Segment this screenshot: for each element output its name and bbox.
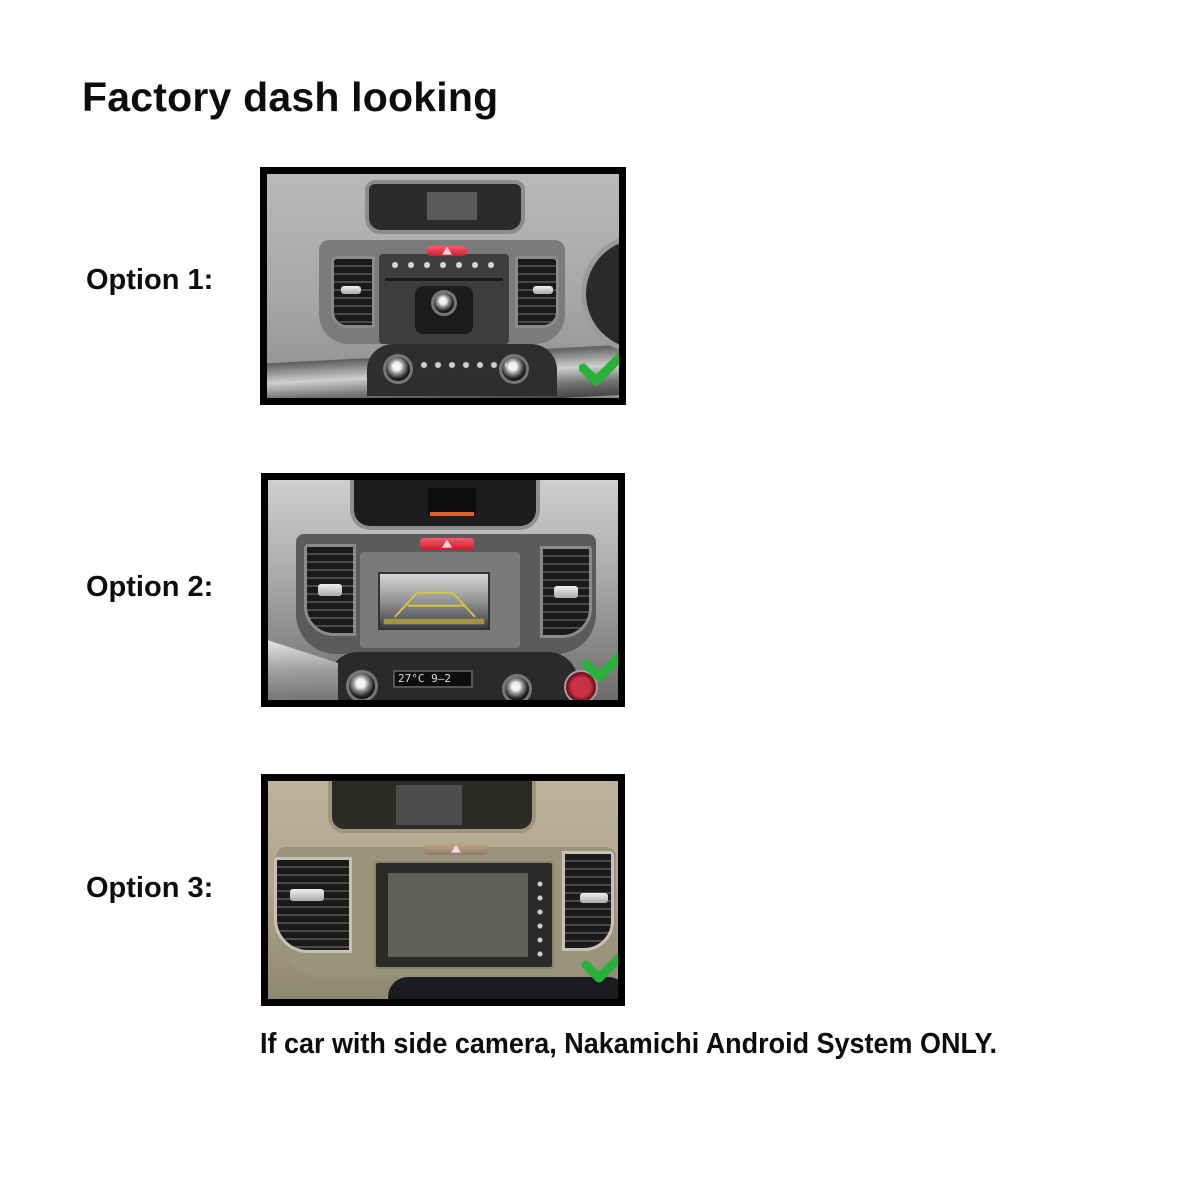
temperature-knob-icon [383, 354, 413, 384]
vent-tab-icon [533, 286, 553, 294]
climate-buttons [417, 360, 507, 370]
hazard-button-icon [420, 538, 474, 550]
info-display-hood [365, 180, 525, 234]
option-1-label: Option 1: [86, 264, 214, 296]
checkmark-icon [579, 348, 619, 388]
left-air-vent [274, 857, 352, 953]
info-display-screen [428, 488, 476, 516]
option-2-image: 27°C 9–2 [261, 473, 625, 707]
cd-slot [385, 278, 503, 281]
side-camera-note: If car with side camera, Nakamichi Andro… [260, 1028, 997, 1060]
vent-tab-icon [341, 286, 361, 294]
dashboard-photo-option-1 [267, 174, 619, 398]
dashboard-photo-option-3 [268, 781, 618, 999]
reverse-camera-screen [378, 572, 490, 630]
info-display-warning-bar [430, 512, 474, 516]
climate-console [388, 977, 618, 999]
option-3-image [261, 774, 625, 1006]
info-display-screen [396, 785, 462, 825]
preset-buttons [387, 260, 502, 270]
option-1-image [260, 167, 626, 405]
option-3-label: Option 3: [86, 872, 214, 904]
touchscreen-display [388, 873, 528, 957]
hazard-button-icon [424, 843, 488, 855]
climate-display [393, 670, 473, 688]
vent-tab-icon [318, 584, 342, 596]
page-title: Factory dash looking [82, 74, 499, 120]
instrument-cluster [581, 234, 619, 354]
vent-tab-icon [290, 889, 324, 901]
vent-tab-icon [554, 586, 578, 598]
vent-tab-icon [580, 893, 608, 903]
fan-knob-icon [502, 674, 532, 700]
hazard-button-icon [427, 246, 467, 256]
touchscreen-side-buttons [534, 877, 546, 959]
info-display-screen [427, 192, 477, 220]
temperature-knob-icon [346, 670, 378, 700]
volume-knob-icon [431, 290, 457, 316]
option-2-label: Option 2: [86, 571, 214, 603]
checkmark-icon [582, 644, 618, 684]
checkmark-icon [582, 945, 618, 985]
climate-display-readout: 27°C 9–2 [398, 672, 451, 685]
dashboard-photo-option-2: 27°C 9–2 [268, 480, 618, 700]
parking-guide-lines-icon [383, 591, 485, 625]
